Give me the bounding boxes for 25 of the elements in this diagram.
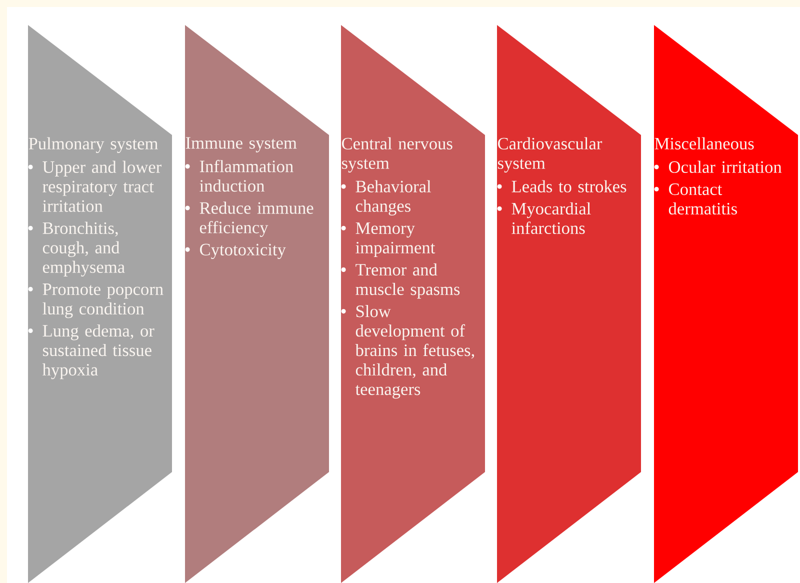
bullet-item: Slow development of brains in fetuses, children, and teenagers <box>355 305 474 399</box>
column-heading: Pulmonary system <box>28 137 158 154</box>
bullet-item: Behavioral changes <box>356 180 431 216</box>
bullet-item: Ocular irritation <box>668 160 782 173</box>
column-heading: Cardiovascular system <box>498 137 602 172</box>
bullet-item: Inflammation induction <box>200 160 294 192</box>
bullet-item: Upper and lower respiratory tract irritation <box>42 160 162 212</box>
bullet-item: Leads to strokes <box>512 180 626 192</box>
category-panel <box>654 25 798 583</box>
bullet-item: Contact dermatitis <box>668 183 737 215</box>
category-panel <box>28 25 172 583</box>
category-panel <box>341 25 485 583</box>
bullet-item: Myocardial infarctions <box>512 202 591 234</box>
bullet-item: Memory impairment <box>356 222 436 257</box>
column-heading: Miscellaneous <box>654 137 754 150</box>
category-panel <box>185 25 329 583</box>
bullet-item: Lung edema, or sustained tissue hypoxia <box>42 324 154 380</box>
column-heading: Central nervous system <box>342 137 452 172</box>
bullet-item: Tremor and muscle spasms <box>356 263 460 299</box>
bullet-item: Cytotoxicity <box>200 244 286 260</box>
category-panel <box>497 25 641 583</box>
bullet-item: Promote popcorn lung condition <box>42 284 164 318</box>
bullet-item: Reduce immune efficiency <box>200 202 314 237</box>
bullet-item: Bronchitis, cough, and emphysema <box>42 222 125 276</box>
column-heading: Immune system <box>186 137 297 152</box>
